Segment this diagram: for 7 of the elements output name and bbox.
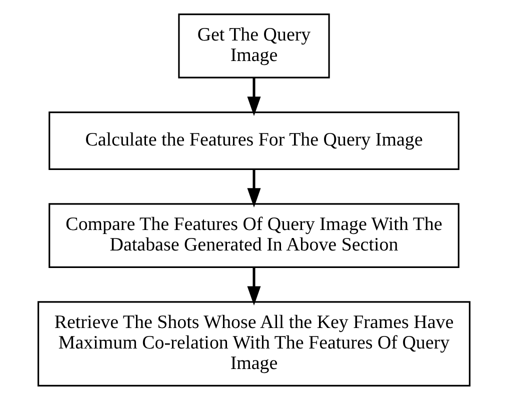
arrow [246, 268, 260, 306]
arrow [246, 78, 260, 116]
node-box: Calculate the Features For The Query Image [48, 112, 459, 170]
arrow [246, 169, 260, 208]
node-box: Compare The Features Of Query Image With The Database Generated In Above Section [48, 203, 459, 268]
node-box: Retrieve The Shots Whose All the Key Frames Have Maximum Co-relation With The Features Of Query Image [37, 301, 470, 386]
node-box: Get The Query Image [178, 14, 330, 78]
